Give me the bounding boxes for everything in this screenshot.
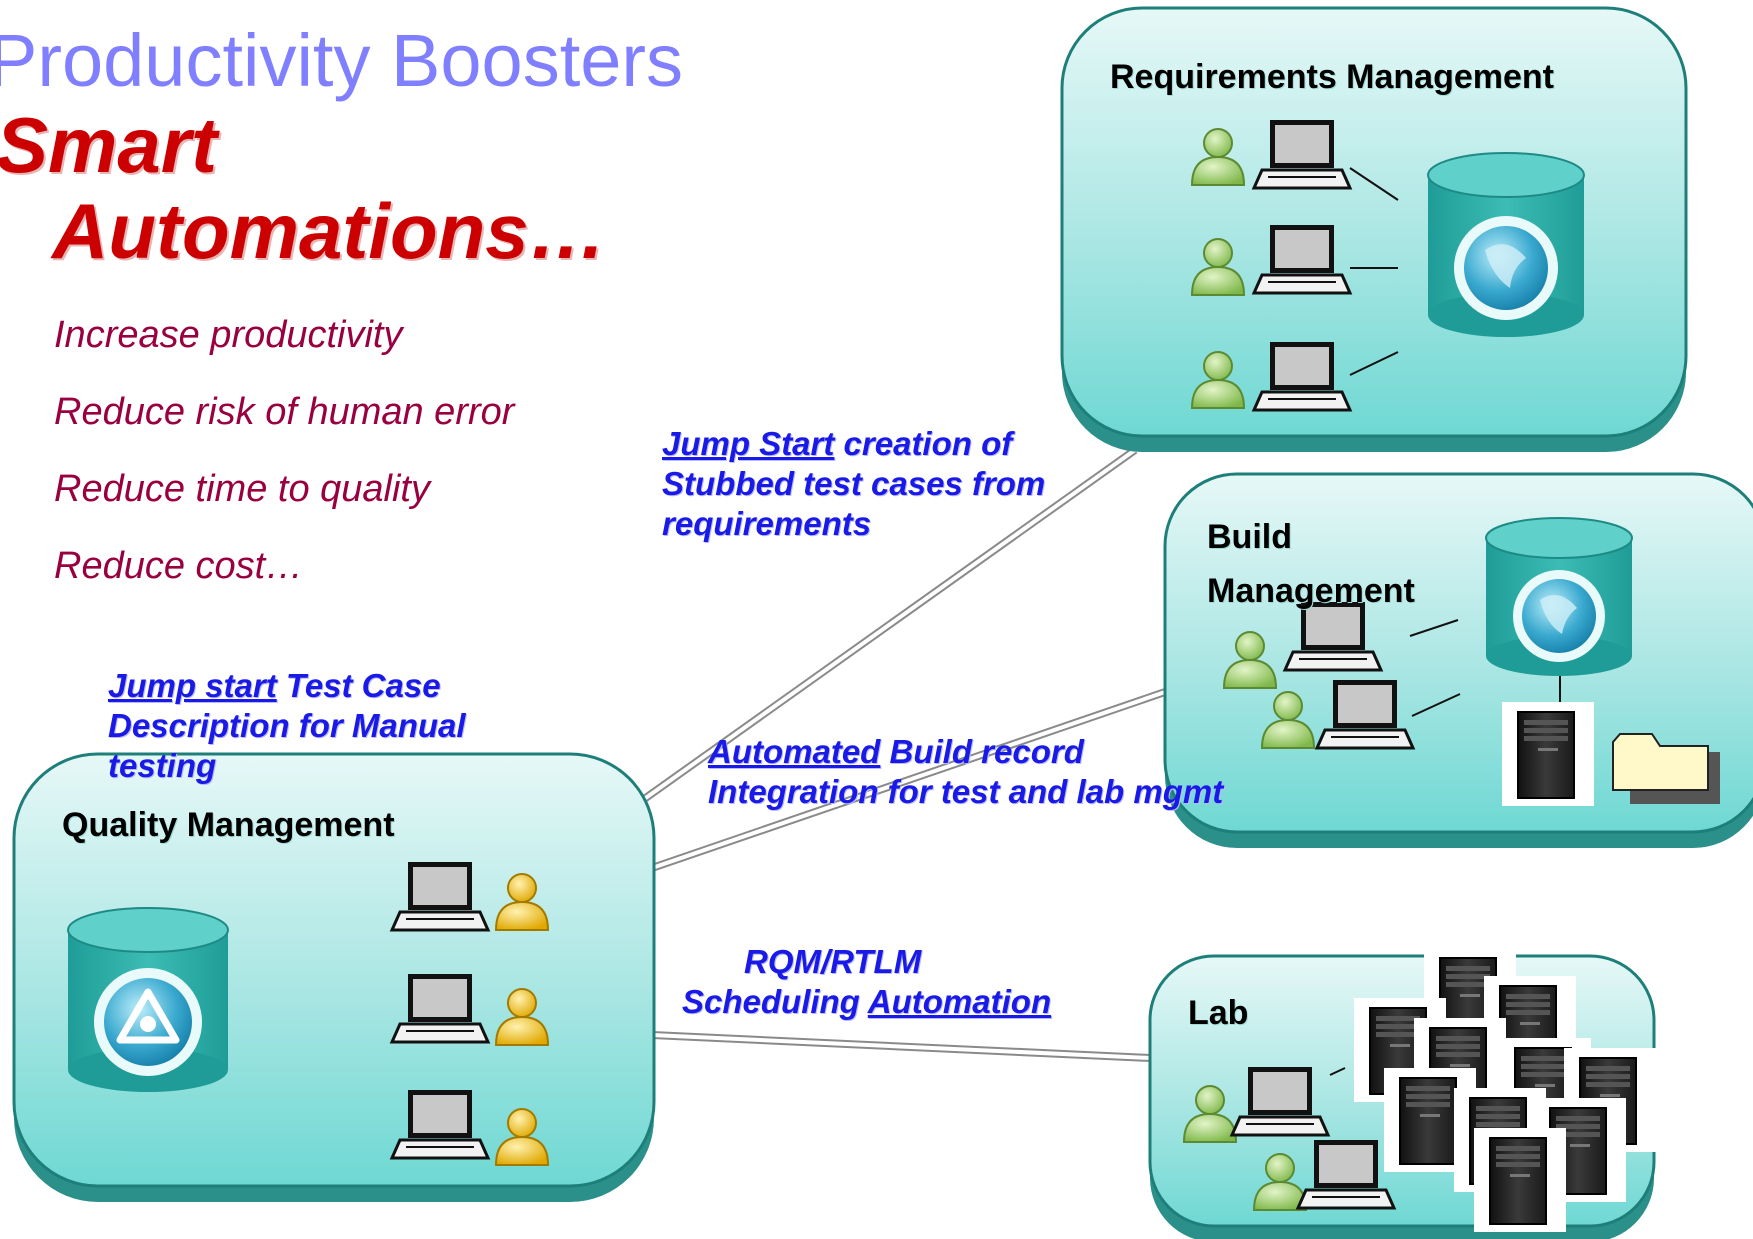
automated-link[interactable]: Automated bbox=[708, 733, 881, 770]
callout-text: Stubbed test cases from bbox=[662, 465, 1046, 502]
callout-text: Description for Manual bbox=[108, 707, 466, 744]
automations-heading: Automations… bbox=[52, 187, 607, 275]
automation-link[interactable]: Automation bbox=[867, 983, 1052, 1020]
panel-build-management bbox=[1163, 472, 1753, 848]
build-panel-label-line2: Management bbox=[1207, 572, 1415, 610]
benefit-item: Reduce risk of human error bbox=[54, 391, 515, 433]
connector-build bbox=[650, 688, 1167, 872]
callout-text: Scheduling bbox=[682, 983, 868, 1020]
requirements-panel-label: Requirements Management bbox=[1110, 58, 1554, 96]
panel-requirements-management bbox=[1060, 6, 1688, 452]
connector-lab bbox=[651, 1031, 1151, 1062]
callout-lab: RQM/RTLM Scheduling Automation bbox=[682, 942, 1051, 1022]
callout-text: creation of bbox=[834, 425, 1013, 462]
callout-text: requirements bbox=[662, 505, 872, 542]
database-icon bbox=[1485, 517, 1633, 676]
benefit-item: Increase productivity bbox=[54, 314, 403, 356]
callout-text: Integration for test and lab mgmt bbox=[708, 773, 1224, 810]
callout-build: Automated Build record Integration for t… bbox=[708, 732, 1223, 812]
connector-requirements bbox=[637, 446, 1138, 806]
database-icon bbox=[1427, 152, 1585, 337]
callout-text: RQM/RTLM bbox=[744, 943, 922, 980]
folder-icon bbox=[1612, 733, 1720, 804]
benefit-item: Reduce cost… bbox=[54, 545, 304, 587]
callout-text: testing bbox=[108, 747, 217, 784]
jump-start-manual-link[interactable]: Jump start bbox=[108, 667, 277, 704]
callout-text: Build record bbox=[880, 733, 1084, 770]
callout-manual: Jump start Test Case Description for Man… bbox=[108, 666, 466, 786]
panel-lab bbox=[1148, 947, 1657, 1239]
page-title: Productivity Boosters bbox=[0, 19, 684, 102]
callout-text: Test Case bbox=[276, 667, 441, 704]
smart-heading: Smart bbox=[0, 101, 218, 189]
server-icon bbox=[1501, 701, 1595, 807]
database-icon bbox=[67, 907, 229, 1092]
build-panel-label-line1: Build bbox=[1207, 518, 1292, 556]
panel-quality-management bbox=[12, 752, 656, 1202]
lab-panel-label: Lab bbox=[1188, 994, 1249, 1032]
jump-start-link[interactable]: Jump Start bbox=[662, 425, 835, 462]
server-icon bbox=[1473, 1127, 1567, 1233]
benefit-item: Reduce time to quality bbox=[54, 468, 430, 510]
callout-requirements: Jump Start creation of Stubbed test case… bbox=[662, 424, 1045, 544]
quality-panel-label: Quality Management bbox=[62, 806, 395, 844]
